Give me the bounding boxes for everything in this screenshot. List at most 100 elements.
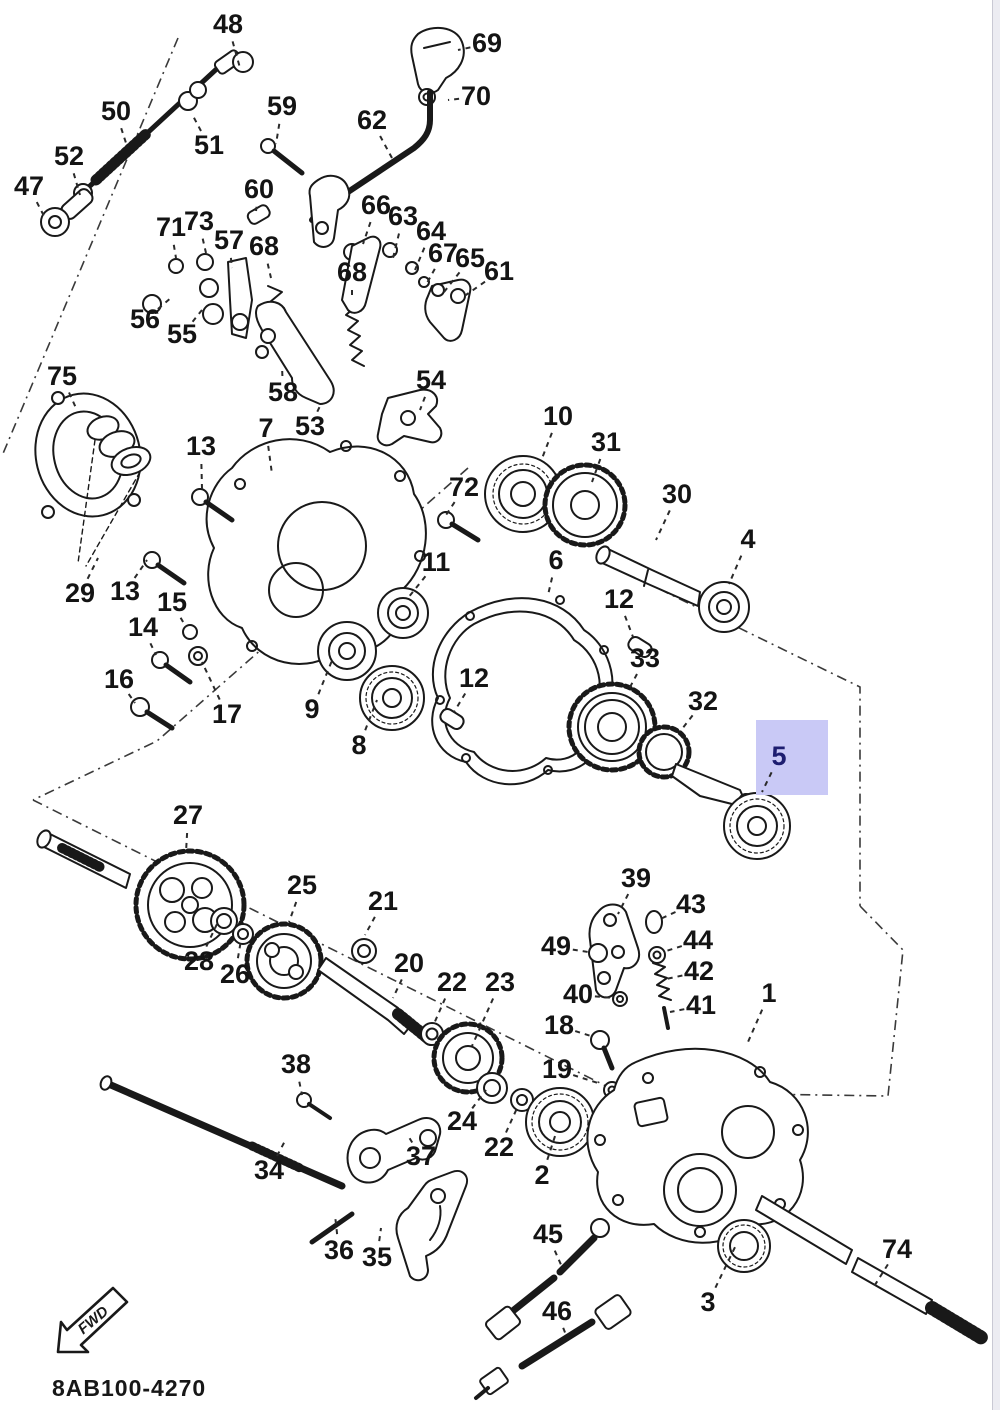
part-label-58[interactable]: 58 bbox=[267, 376, 299, 407]
part-label-24[interactable]: 24 bbox=[446, 1105, 478, 1136]
part-label-12[interactable]: 12 bbox=[603, 583, 635, 614]
part-label-15[interactable]: 15 bbox=[156, 586, 188, 617]
part-label-47[interactable]: 47 bbox=[13, 170, 45, 201]
bearing-10-drawing bbox=[484, 455, 562, 533]
part-label-18[interactable]: 18 bbox=[543, 1009, 575, 1040]
housing-1-drawing bbox=[586, 1047, 809, 1244]
part-label-10[interactable]: 10 bbox=[542, 400, 574, 431]
part-label-32[interactable]: 32 bbox=[687, 685, 719, 716]
part-label-57[interactable]: 57 bbox=[213, 224, 245, 255]
part-label-63[interactable]: 63 bbox=[387, 200, 419, 231]
part-label-25[interactable]: 25 bbox=[286, 869, 318, 900]
part-label-36[interactable]: 36 bbox=[323, 1234, 355, 1265]
part-label-38[interactable]: 38 bbox=[280, 1048, 312, 1079]
bolts-13-17-72-drawing bbox=[130, 488, 481, 731]
part-label-54[interactable]: 54 bbox=[415, 364, 447, 395]
part-label-13[interactable]: 13 bbox=[185, 430, 217, 461]
bearing-4-drawing bbox=[698, 581, 750, 633]
part-label-55[interactable]: 55 bbox=[166, 318, 198, 349]
seals-29-drawing bbox=[77, 415, 152, 567]
part-label-23[interactable]: 23 bbox=[484, 966, 516, 997]
part-label-56[interactable]: 56 bbox=[129, 303, 161, 334]
diagram-code: 8AB100-4270 bbox=[52, 1375, 207, 1401]
part-label-66[interactable]: 66 bbox=[360, 189, 392, 220]
part-label-60[interactable]: 60 bbox=[243, 173, 275, 204]
part-label-12[interactable]: 12 bbox=[458, 662, 490, 693]
part-label-67[interactable]: 67 bbox=[427, 237, 459, 268]
part-label-64[interactable]: 64 bbox=[415, 215, 447, 246]
part-label-13[interactable]: 13 bbox=[109, 575, 141, 606]
part-label-74[interactable]: 74 bbox=[881, 1233, 913, 1264]
part-label-53[interactable]: 53 bbox=[294, 410, 326, 441]
part-label-50[interactable]: 50 bbox=[100, 95, 132, 126]
part-label-3[interactable]: 3 bbox=[700, 1286, 716, 1317]
part-label-48[interactable]: 48 bbox=[212, 8, 244, 39]
part-label-28[interactable]: 28 bbox=[183, 945, 215, 976]
crankcase-cover-7-drawing bbox=[205, 438, 427, 665]
part-label-2[interactable]: 2 bbox=[534, 1159, 550, 1190]
part-label-68[interactable]: 68 bbox=[336, 256, 368, 287]
part-label-62[interactable]: 62 bbox=[356, 104, 388, 135]
part-label-22[interactable]: 22 bbox=[483, 1131, 515, 1162]
shift-lever-59-70-drawing bbox=[142, 26, 472, 447]
part-label-8[interactable]: 8 bbox=[351, 729, 367, 760]
part-label-43[interactable]: 43 bbox=[675, 888, 707, 919]
part-label-29[interactable]: 29 bbox=[64, 577, 96, 608]
part-label-33[interactable]: 33 bbox=[629, 642, 661, 673]
part-label-30[interactable]: 30 bbox=[661, 478, 693, 509]
gear-31-drawing bbox=[542, 462, 628, 548]
part-label-14[interactable]: 14 bbox=[127, 611, 159, 642]
gear-33-drawing bbox=[566, 681, 658, 773]
fork-rod-34-38-drawing bbox=[99, 1075, 468, 1282]
washer-21-drawing bbox=[351, 938, 377, 964]
part-label-20[interactable]: 20 bbox=[393, 947, 425, 978]
part-label-27[interactable]: 27 bbox=[172, 799, 204, 830]
part-label-4[interactable]: 4 bbox=[740, 523, 756, 554]
part-label-72[interactable]: 72 bbox=[448, 471, 480, 502]
shaft-74-drawing bbox=[755, 1195, 989, 1345]
part-label-45[interactable]: 45 bbox=[532, 1218, 564, 1249]
part-label-1[interactable]: 1 bbox=[761, 977, 777, 1008]
part-label-11[interactable]: 11 bbox=[421, 546, 451, 577]
right-edge-strip bbox=[992, 0, 1000, 1410]
part-label-17[interactable]: 17 bbox=[211, 698, 243, 729]
part-label-39[interactable]: 39 bbox=[620, 862, 652, 893]
bearing-11-drawing bbox=[377, 587, 429, 639]
part-label-34[interactable]: 34 bbox=[253, 1154, 285, 1185]
part-label-49[interactable]: 49 bbox=[540, 930, 572, 961]
part-label-68[interactable]: 68 bbox=[248, 230, 280, 261]
part-label-5[interactable]: 5 bbox=[771, 740, 787, 771]
part-label-40[interactable]: 40 bbox=[562, 978, 594, 1009]
part-label-46[interactable]: 46 bbox=[541, 1295, 573, 1326]
cables-45-46-drawing bbox=[474, 1218, 632, 1400]
part-label-69[interactable]: 69 bbox=[471, 27, 503, 58]
part-label-37[interactable]: 37 bbox=[405, 1140, 437, 1171]
part-label-41[interactable]: 41 bbox=[685, 989, 717, 1020]
part-label-31[interactable]: 31 bbox=[590, 426, 622, 457]
part-label-21[interactable]: 21 bbox=[367, 885, 399, 916]
bearing-5-drawing bbox=[723, 792, 791, 860]
part-label-7[interactable]: 7 bbox=[258, 412, 274, 443]
gasket-6-drawing bbox=[431, 595, 653, 786]
part-label-42[interactable]: 42 bbox=[683, 955, 715, 986]
part-label-61[interactable]: 61 bbox=[483, 255, 515, 286]
part-label-70[interactable]: 70 bbox=[460, 80, 492, 111]
part-label-44[interactable]: 44 bbox=[682, 924, 714, 955]
part-label-52[interactable]: 52 bbox=[53, 140, 85, 171]
part-label-71[interactable]: 71 bbox=[155, 211, 187, 242]
part-label-6[interactable]: 6 bbox=[548, 544, 564, 575]
part-label-75[interactable]: 75 bbox=[46, 360, 78, 391]
part-label-19[interactable]: 19 bbox=[541, 1053, 573, 1084]
part-label-65[interactable]: 65 bbox=[454, 242, 486, 273]
part-label-9[interactable]: 9 bbox=[304, 693, 320, 724]
part-label-22[interactable]: 22 bbox=[436, 966, 468, 997]
part-label-51[interactable]: 51 bbox=[193, 129, 225, 160]
part-label-35[interactable]: 35 bbox=[361, 1241, 393, 1272]
part-label-59[interactable]: 59 bbox=[266, 90, 298, 121]
part-label-26[interactable]: 26 bbox=[219, 958, 251, 989]
shaft-30-drawing bbox=[595, 545, 701, 607]
part-label-16[interactable]: 16 bbox=[103, 663, 135, 694]
part-label-73[interactable]: 73 bbox=[183, 205, 215, 236]
